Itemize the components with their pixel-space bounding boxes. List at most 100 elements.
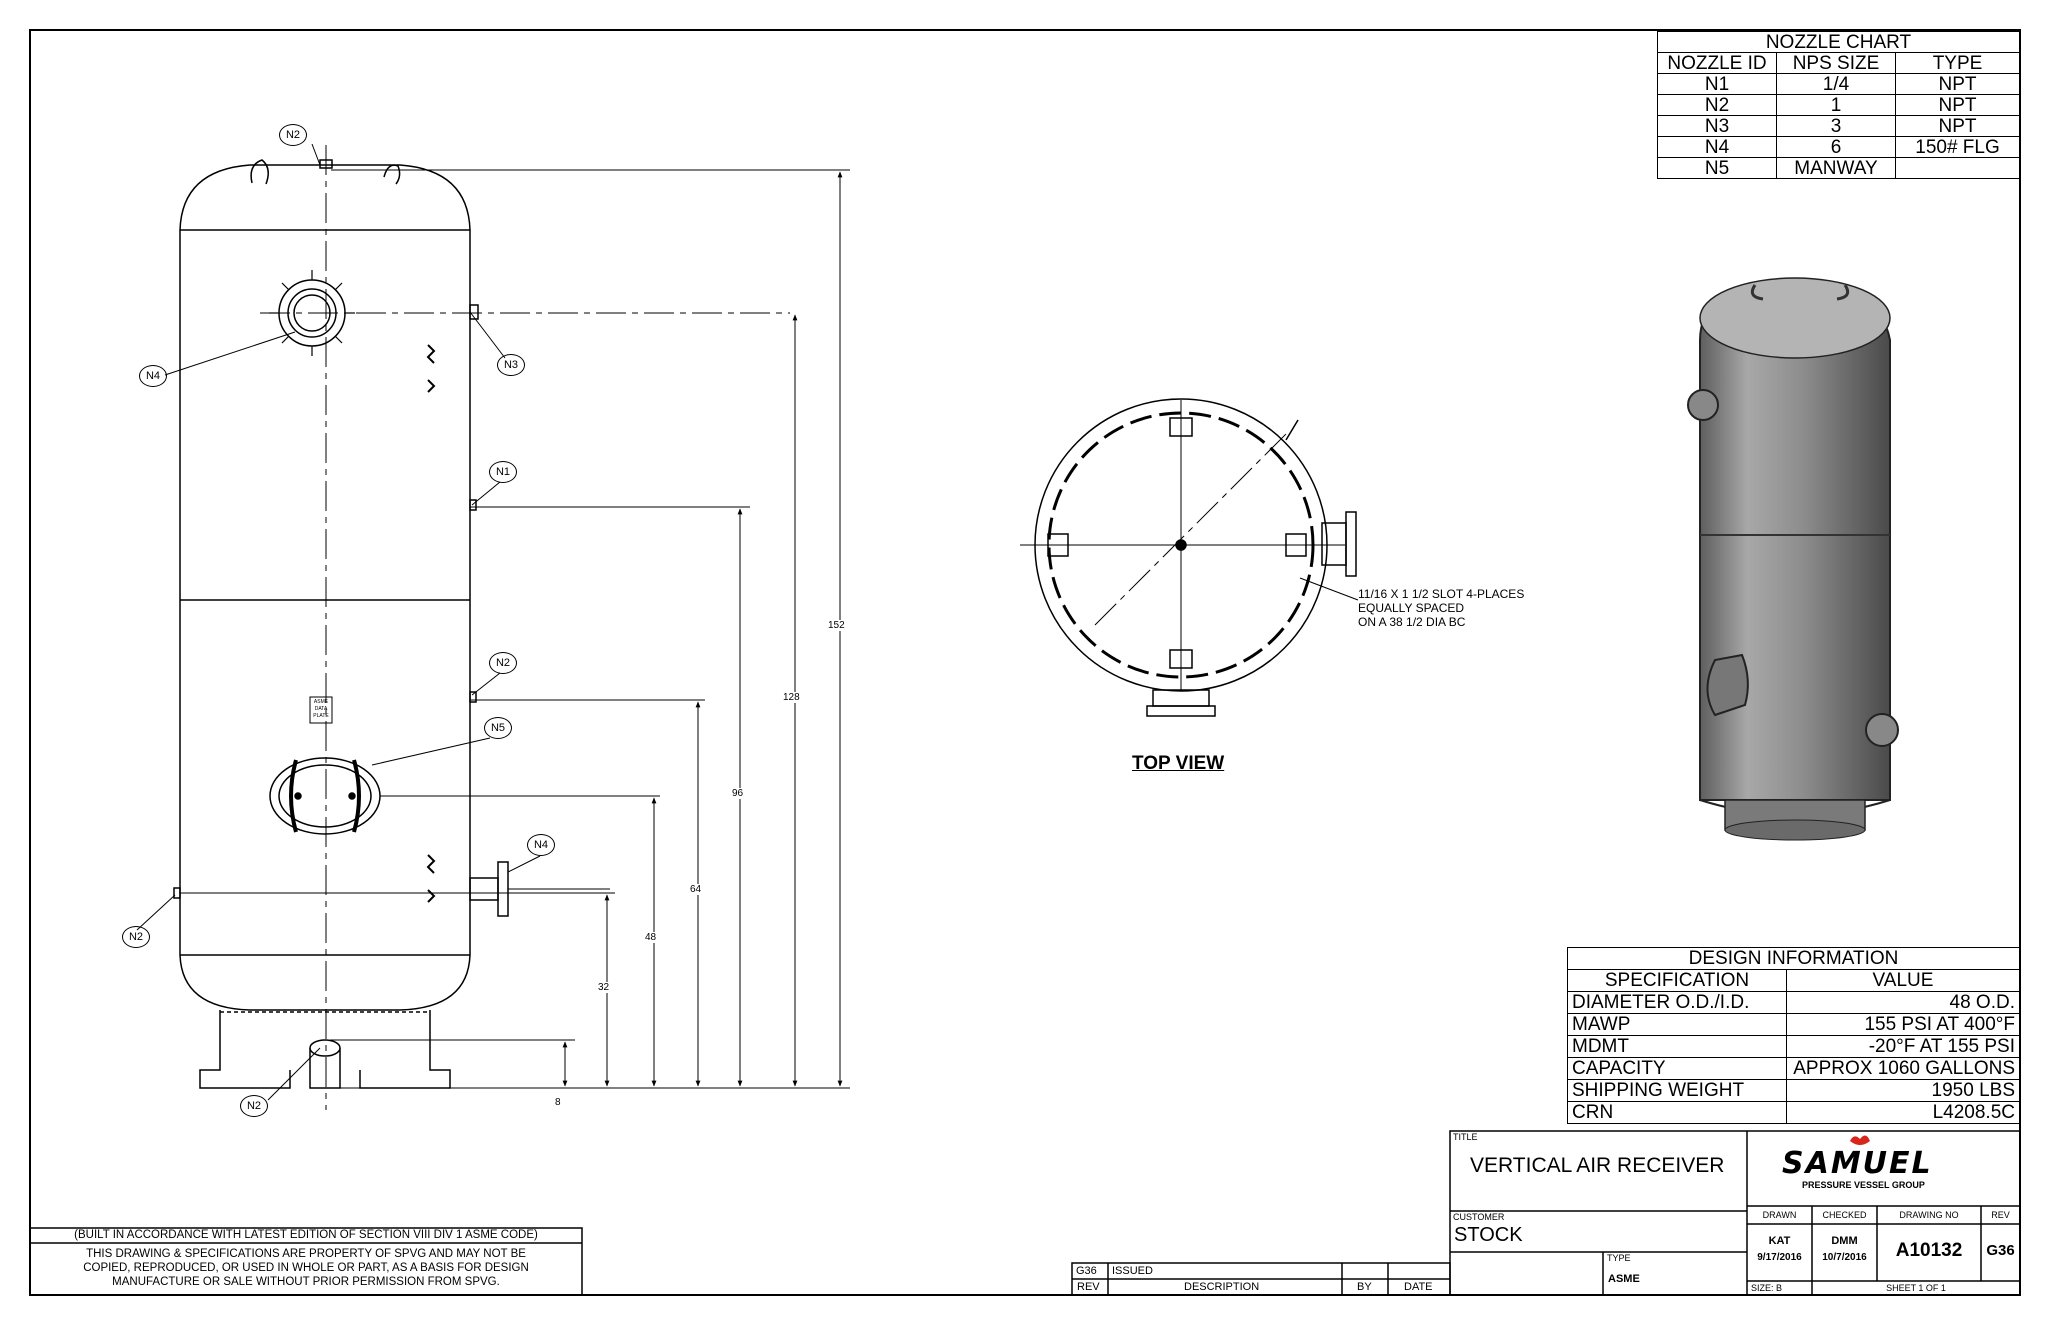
property-note: THIS DRAWING & SPECIFICATIONS ARE PROPER… [30, 1247, 582, 1289]
table-row: N1 1/4 NPT [1657, 73, 2020, 95]
table-row: SHIPPING WEIGHT 1950 LBS [1567, 1079, 2020, 1102]
customer-caption: CUSTOMER [1453, 1212, 1505, 1222]
revision-desc: ISSUED [1112, 1265, 1153, 1277]
table-row: DIAMETER O.D./I.D. 48 O.D. [1567, 991, 2020, 1014]
drawing-number: A10132 [1895, 1240, 1963, 1261]
drawn-caption: DRAWN [1762, 1210, 1797, 1220]
nozzle-size: 3 [1776, 115, 1896, 137]
revision-header-date: DATE [1404, 1281, 1433, 1293]
design-spec: CAPACITY [1567, 1057, 1787, 1080]
top-view [1020, 398, 1359, 717]
dim-64: 64 [690, 884, 702, 895]
dim-96: 96 [732, 788, 744, 799]
nozzle-size: MANWAY [1776, 157, 1896, 179]
checked-by: DMM [1831, 1235, 1858, 1247]
slot-note-line: 11/16 X 1 1/2 SLOT 4-PLACES [1358, 587, 1525, 601]
lifting-lug-right [383, 164, 401, 185]
asme-code-note: (BUILT IN ACCORDANCE WITH LATEST EDITION… [74, 1229, 538, 1241]
dim-128: 128 [783, 692, 800, 703]
nozzle-id: N1 [1657, 73, 1777, 95]
nozzle-chart: NOZZLE CHART NOZZLE ID NPS SIZE TYPE N1 … [1657, 31, 2020, 179]
design-header-spec: SPECIFICATION [1567, 969, 1787, 992]
table-row: CAPACITY APPROX 1060 GALLONS [1567, 1057, 2020, 1080]
revision-header-rev: REV [1077, 1281, 1100, 1293]
design-spec: MAWP [1567, 1013, 1787, 1036]
nozzle-type: NPT [1895, 115, 2020, 137]
design-spec: MDMT [1567, 1035, 1787, 1058]
design-spec: CRN [1567, 1101, 1787, 1124]
design-information-table: DESIGN INFORMATION SPECIFICATION VALUE D… [1567, 947, 2020, 1124]
type-value: ASME [1608, 1273, 1640, 1285]
design-info-title: DESIGN INFORMATION [1567, 947, 2020, 970]
asme-data-plate: ASME DATA PLATE [311, 699, 331, 720]
table-row: N4 6 150# FLG [1657, 136, 2020, 158]
manway [269, 757, 381, 835]
samuel-logo-mark [1850, 1135, 1870, 1145]
nozzle-size: 1/4 [1776, 73, 1896, 95]
callout-n2-bottom: N2 [240, 1095, 268, 1117]
table-row: N2 1 NPT [1657, 94, 2020, 116]
front-view [136, 143, 790, 1110]
sheet-border [29, 29, 2021, 1296]
nozzle-header-size: NPS SIZE [1776, 52, 1896, 74]
checked-date: 10/7/2016 [1822, 1252, 1867, 1263]
revision-header-by: BY [1357, 1281, 1372, 1293]
top-head [179, 164, 471, 231]
customer-name: STOCK [1454, 1224, 1523, 1246]
nozzle-size: 6 [1776, 136, 1896, 158]
dimensions [180, 169, 850, 1089]
iso-render [1687, 277, 1899, 841]
design-value: 155 PSI AT 400°F [1786, 1013, 2020, 1036]
dim-32: 32 [598, 982, 610, 993]
company-logo: SAMUEL [1782, 1146, 1933, 1181]
design-value: 48 O.D. [1786, 991, 2020, 1014]
table-row: N5 MANWAY [1657, 157, 2020, 179]
callout-n4-upper: N4 [139, 365, 167, 387]
design-header-value: VALUE [1786, 969, 2020, 992]
nameplate-line: DATA [314, 706, 328, 712]
callout-n4-lower: N4 [527, 834, 555, 856]
nozzle-type [1895, 157, 2020, 179]
nameplate-line: PLATE [313, 713, 329, 719]
property-note-line: COPIED, REPRODUCED, OR USED IN WHOLE OR … [83, 1262, 529, 1274]
design-value: -20°F AT 155 PSI [1786, 1035, 2020, 1058]
table-row: CRN L4208.5C [1567, 1101, 2020, 1124]
nozzle-type: NPT [1895, 94, 2020, 116]
dim-152: 152 [828, 620, 845, 631]
sheet-number: SHEET 1 OF 1 [1886, 1283, 1946, 1293]
property-note-line: MANUFACTURE OR SALE WITHOUT PRIOR PERMIS… [112, 1276, 500, 1288]
drawing-title: VERTICAL AIR RECEIVER [1470, 1154, 1725, 1177]
dim-48: 48 [645, 932, 657, 943]
sheet-size: SIZE: B [1751, 1283, 1783, 1293]
revision-header-description: DESCRIPTION [1184, 1281, 1260, 1293]
revision-code: G36 [1986, 1242, 2015, 1259]
nozzle-size: 1 [1776, 94, 1896, 116]
title-caption: TITLE [1453, 1132, 1478, 1142]
nozzle-header-type: TYPE [1895, 52, 2020, 74]
design-value: APPROX 1060 GALLONS [1786, 1057, 2020, 1080]
callout-n2-left: N2 [122, 926, 150, 948]
nameplate-line: ASME [313, 699, 329, 705]
nozzle-id: N4 [1657, 136, 1777, 158]
nozzle-type: 150# FLG [1895, 136, 2020, 158]
slot-note-line: EQUALLY SPACED [1358, 601, 1465, 615]
callout-n1: N1 [489, 461, 517, 483]
design-spec: DIAMETER O.D./I.D. [1567, 991, 1787, 1014]
callout-n3: N3 [497, 354, 525, 376]
callout-n2-top: N2 [279, 124, 307, 146]
slot-note-line: ON A 38 1/2 DIA BC [1358, 615, 1466, 629]
nozzle-id: N2 [1657, 94, 1777, 116]
checked-caption: CHECKED [1822, 1210, 1867, 1220]
rev-caption: REV [1991, 1210, 2010, 1220]
revision-rev: G36 [1076, 1265, 1097, 1277]
dim-8: 8 [555, 1097, 561, 1108]
base-skirt [199, 1010, 451, 1089]
asme-nameplate [309, 696, 333, 724]
type-caption: TYPE [1607, 1253, 1631, 1263]
nozzle-type: NPT [1895, 73, 2020, 95]
design-spec: SHIPPING WEIGHT [1567, 1079, 1787, 1102]
table-row: MAWP 155 PSI AT 400°F [1567, 1013, 2020, 1036]
drawn-date: 9/17/2016 [1757, 1252, 1802, 1263]
